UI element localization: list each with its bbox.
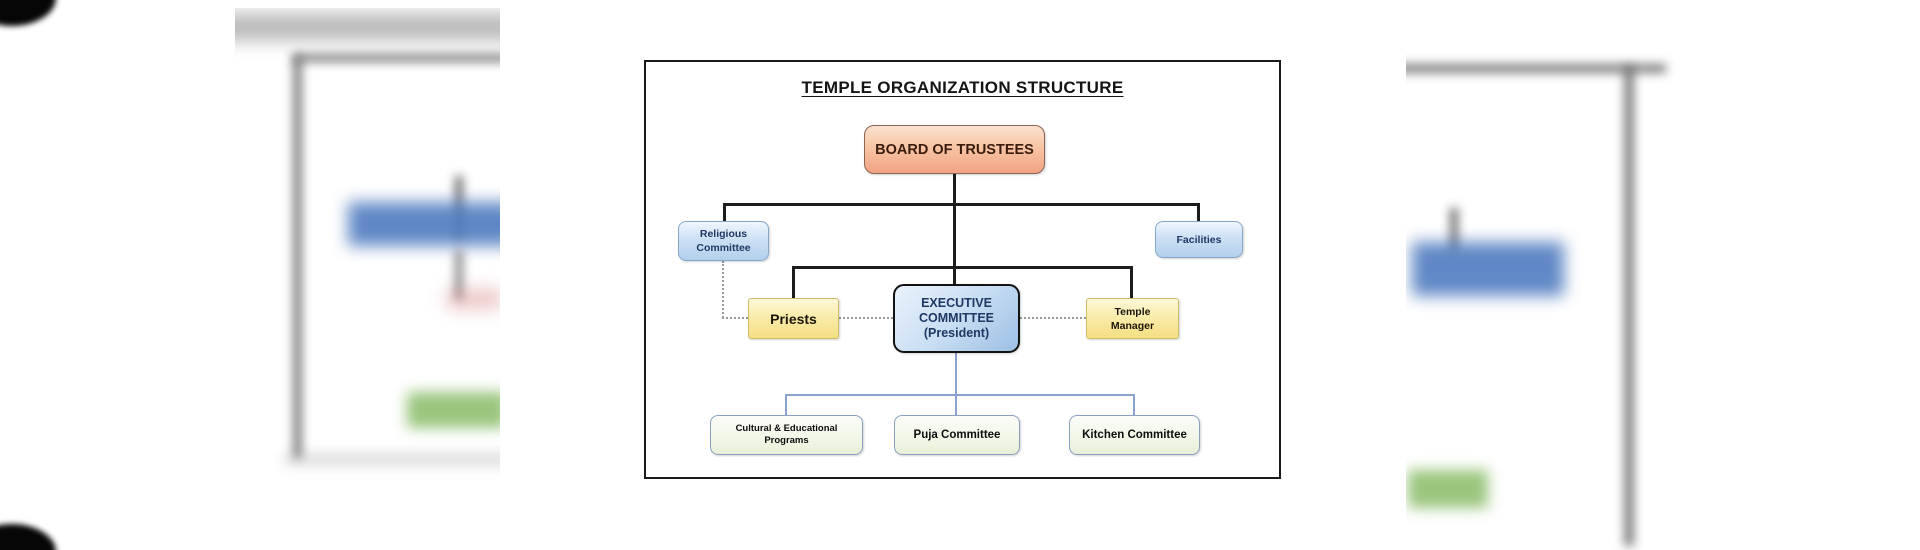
node-label: (President): [923, 326, 990, 340]
blurred-slide-copy-right: [1406, 18, 1682, 550]
node-label: Facilities: [1176, 233, 1222, 246]
edge-drop-temple-manager: [1130, 266, 1133, 299]
edge-drop-facilities: [1197, 203, 1200, 222]
node-label: BOARD OF TRUSTEES: [875, 141, 1034, 158]
edge-drop-kitchen: [1133, 394, 1135, 415]
window-corner-top-left: [0, 0, 56, 26]
node-label: Puja Committee: [913, 429, 1001, 441]
blur-pink-smudge: [447, 290, 500, 308]
blur-connector-stub: [455, 250, 463, 300]
node-label: Cultural & Educational: [735, 423, 838, 434]
blur-connector-stub: [1450, 208, 1458, 253]
node-label: Religious: [699, 228, 748, 240]
node-priests: Priests: [748, 298, 839, 339]
edge-executive-down: [955, 353, 957, 395]
blur-frame-top-line: [293, 54, 500, 62]
node-cultural-educational-programs: Cultural & Educational Programs: [710, 415, 863, 455]
node-label: Committee: [696, 242, 751, 254]
blur-blue-box: [1412, 242, 1564, 296]
edge-priests-to-executive: [839, 317, 893, 319]
edge-committees-horizontal: [785, 394, 1135, 396]
node-executive-committee: EXECUTIVE COMMITTEE (President): [893, 284, 1020, 353]
node-religious-committee: Religious Committee: [678, 221, 769, 261]
chart-title: TEMPLE ORGANIZATION STRUCTURE: [801, 78, 1124, 97]
blur-frame-bottom-line: [285, 456, 500, 463]
edge-religious-to-priests-vertical: [722, 261, 724, 318]
blur-top-bar: [235, 14, 500, 40]
blur-frame-left-line: [293, 56, 302, 458]
node-label: COMMITTEE: [919, 311, 994, 325]
edge-executive-to-temple-manager: [1020, 317, 1086, 319]
blur-green-box: [1408, 470, 1488, 508]
blur-blue-box: [348, 202, 500, 246]
edge-religious-to-priests: [722, 317, 748, 319]
edge-drop-puja: [955, 394, 957, 415]
blurred-slide-copy-left: [235, 8, 500, 496]
node-puja-committee: Puja Committee: [894, 415, 1020, 455]
edge-drop-priests: [792, 266, 795, 299]
node-kitchen-committee: Kitchen Committee: [1069, 415, 1200, 455]
node-facilities: Facilities: [1155, 221, 1243, 258]
node-label: Manager: [1110, 319, 1155, 332]
edge-drop-religious: [723, 203, 726, 222]
window-corner-bottom-left: [0, 524, 56, 550]
edge-level2-horizontal: [792, 266, 1133, 269]
blur-frame-top-line: [1406, 64, 1666, 73]
blur-frame-right-line: [1624, 66, 1634, 546]
node-label: Programs: [764, 435, 809, 446]
node-label: Temple: [1114, 305, 1151, 318]
node-label: Kitchen Committee: [1082, 429, 1187, 441]
edge-level1-horizontal: [723, 203, 1200, 206]
blur-green-box: [407, 392, 500, 428]
node-temple-manager: Temple Manager: [1086, 298, 1179, 339]
edge-board-to-executive: [953, 174, 956, 284]
org-chart-slide: TEMPLE ORGANIZATION STRUCTURE BOARD OF T…: [644, 60, 1281, 479]
edge-drop-cultural: [785, 394, 787, 415]
node-label: Priests: [770, 310, 817, 327]
node-board-of-trustees: BOARD OF TRUSTEES: [864, 125, 1045, 174]
node-label: EXECUTIVE: [921, 296, 992, 310]
